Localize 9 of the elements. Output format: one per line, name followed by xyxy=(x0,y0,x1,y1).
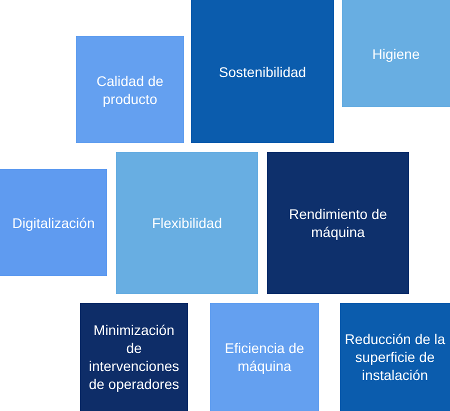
topic-tile: Reducción de la superficie de instalación xyxy=(340,303,450,411)
topic-tile: Digitalización xyxy=(0,169,107,276)
topic-tile: Eficiencia de máquina xyxy=(210,303,319,411)
topic-tile: Rendimiento de máquina xyxy=(267,152,409,294)
topic-tile: Calidad de producto xyxy=(76,36,184,143)
topic-tile: Sostenibilidad xyxy=(191,0,334,143)
topic-tile: Minimización de intervenciones de operadores xyxy=(80,303,188,411)
topic-tile: Higiene xyxy=(342,0,450,107)
topic-tile: Flexibilidad xyxy=(116,152,258,294)
